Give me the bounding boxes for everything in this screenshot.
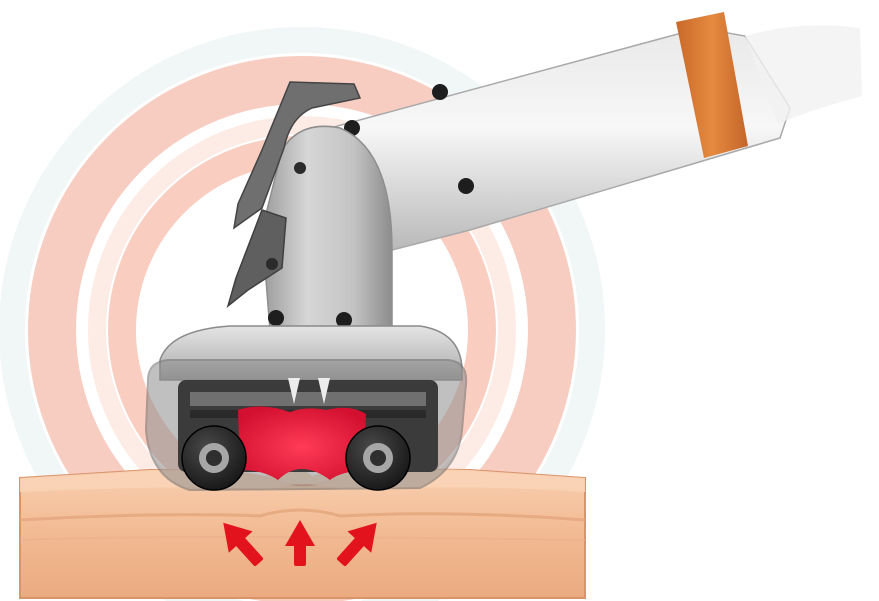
right-roller <box>346 426 410 490</box>
suction-chamber <box>238 406 366 480</box>
left-roller <box>182 426 246 490</box>
